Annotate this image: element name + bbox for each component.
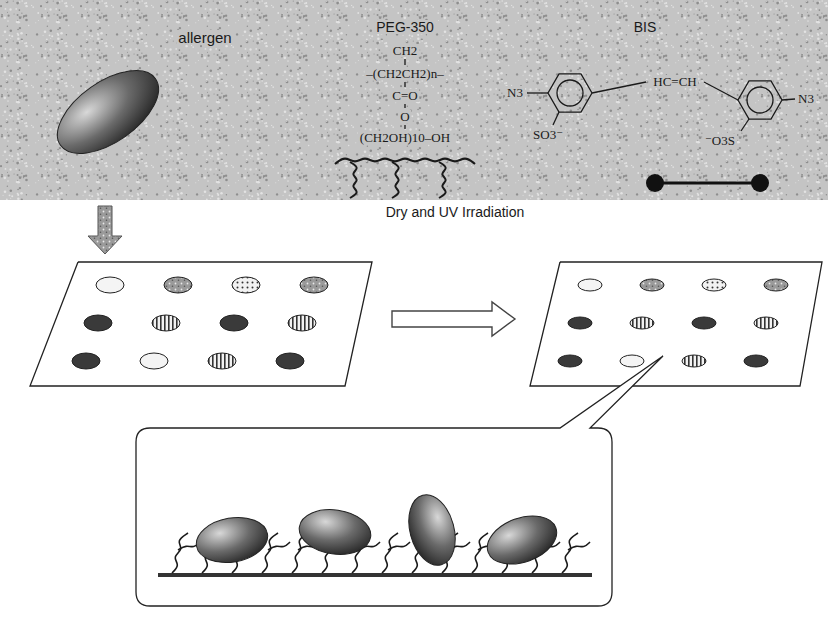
allergen-spot [300,277,328,293]
allergen-spot [578,279,602,291]
crosslink [388,542,410,550]
peg-chain [439,162,446,198]
allergen-spot [276,353,304,369]
allergen-spot [96,277,124,293]
bond [553,112,559,125]
formula-text: CH2 [391,44,420,57]
allergen-spot [164,277,192,293]
reagent-name: allergen [176,30,233,45]
formula-text: C=O [390,89,419,102]
down-arrow [88,206,122,254]
allergen-molecule [43,54,172,170]
allergen-spot [140,353,168,369]
immobilized-allergen [401,490,462,571]
bond [404,125,405,129]
allergen-spot [208,353,236,369]
allergen-spot [620,355,644,367]
formula-text: HC=CH [651,75,698,88]
allergen-spot [220,315,248,331]
allergen-spot [72,353,100,369]
crosslinker-end [646,174,664,192]
allergen-spot [288,315,316,331]
bond [704,82,738,100]
crosslink [268,542,290,550]
allergen-spot [692,317,716,329]
allergen-spot [682,355,706,367]
allergen-spot [558,355,582,367]
crosslink [568,542,590,550]
allergen-spot [568,317,592,329]
allergen-spot [630,317,654,329]
structure-lines [335,59,795,198]
right-arrow [392,302,515,336]
immobilized-allergen [481,507,564,573]
peg-strand [382,533,398,573]
immobilized-allergen [296,505,373,559]
formula-text: SO3⁻ [531,128,565,141]
crosslinker-end [751,174,769,192]
allergen-spot [232,277,260,293]
slide-surface [158,573,592,577]
bond [782,99,795,100]
bond [404,82,405,87]
bond [592,82,646,93]
benzene-ring [738,81,782,119]
peg-chain [350,162,357,198]
ring-bond [557,80,583,106]
reagent-band [0,0,828,200]
bond [527,92,548,93]
formula-text: O [398,110,411,123]
allergen-spot [702,279,726,291]
formula-text: N3 [505,86,525,99]
bond [404,104,405,108]
peg-backbone [335,159,475,164]
microarray-slide [530,262,822,386]
ring-bond [747,87,773,113]
formula-text: (CH2OH)10–OH [358,131,452,144]
peg-strand [172,533,188,573]
bond [404,59,405,65]
allergen-spot [84,315,112,331]
allergen-spot [764,279,788,291]
formula-text: –(CH2CH2)n– [364,67,445,80]
allergen-spot [744,355,768,367]
allergen-spot [152,315,180,331]
crosslinker-icon [655,182,760,185]
step-label: Dry and UV Irradiation [384,205,527,219]
allergen-spot [754,317,778,329]
peg-strand [562,533,578,573]
formula-text: N3 [796,92,816,105]
benzene-ring [548,74,592,112]
microarray-slide [30,262,372,386]
reagent-name: PEG-350 [374,20,436,34]
zoom-callout [136,356,663,606]
reagent-panel: allergen PEG-350CH2 –(CH2CH2)n– C=O O (CH2OH)… [0,0,828,200]
peg-chain [392,162,399,198]
formula-text: ⁻O3S [703,134,737,147]
allergen-spot [640,279,664,291]
bond [741,119,749,131]
peg-strand [472,533,488,573]
immobilized-allergen [193,512,272,568]
reagent-name: BIS [632,20,659,34]
